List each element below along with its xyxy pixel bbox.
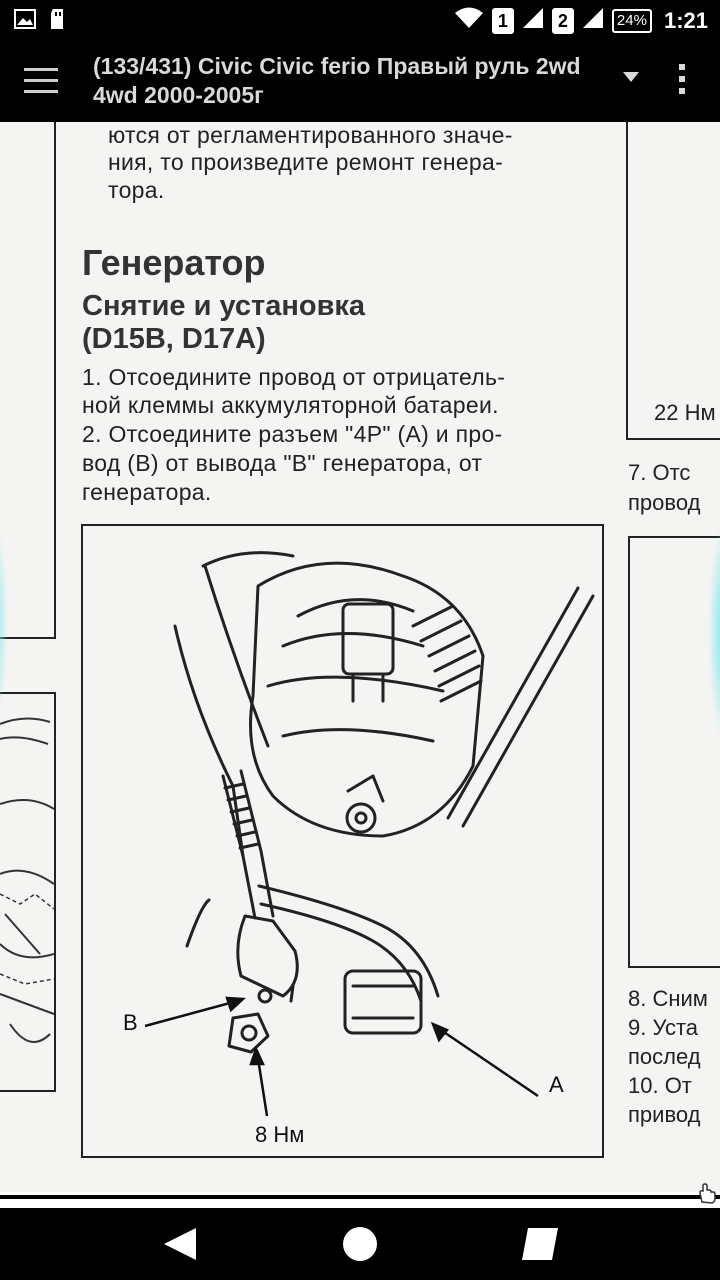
subheading-line-2: (D15B, D17A) [82, 323, 266, 355]
image-icon [14, 9, 36, 34]
navigation-bar [0, 1208, 720, 1280]
signal-icon [582, 7, 604, 34]
step2-line-3: генератора. [82, 479, 212, 505]
sim2-badge: 2 [551, 7, 574, 34]
section-heading: Генератор [82, 242, 266, 283]
right-step10-cont: привод [628, 1102, 701, 1127]
subheading-line-1: Снятие и установка [82, 290, 366, 322]
step2-line-1: 2. Отсоедините разъем "4P" (A) и про- [82, 421, 503, 447]
scroll-handle-icon[interactable] [696, 1182, 718, 1209]
sd-card-icon [50, 8, 66, 35]
chevron-down-icon[interactable] [622, 70, 640, 88]
right-step7: 7. Отс [628, 460, 691, 485]
step1-line-1: 1. Отсоедините провод от отрицатель- [82, 364, 506, 390]
label-b: B [123, 1010, 138, 1035]
right-column-figure [628, 536, 720, 968]
wifi-icon [454, 6, 484, 35]
back-icon[interactable] [160, 1226, 200, 1267]
intro-line-2: ния, то произведите ремонт генера- [108, 149, 504, 175]
left-column-box [0, 122, 56, 639]
step2-line-2: вод (B) от вывода "B" генератора, от [82, 450, 483, 476]
status-bar: 1 2 24% 1:21 [0, 0, 720, 40]
page-progress-bar[interactable] [0, 1183, 720, 1208]
right-column-box [626, 122, 720, 440]
right-step8: 8. Сним [628, 986, 708, 1011]
document-page[interactable]: 22 Нм 7. Отс провод 8. Сним 9. Уста посл… [0, 122, 720, 1192]
app-bar: (133/431) Civic Civic ferio Правый руль … [0, 40, 720, 122]
right-step9: 9. Уста [628, 1015, 699, 1040]
page-edge-glow-right [708, 522, 720, 742]
left-column-figure [0, 692, 56, 1092]
home-icon[interactable] [342, 1226, 378, 1267]
right-step10: 10. От [628, 1073, 692, 1098]
signal-icon [522, 7, 544, 34]
battery-icon: 24% [611, 8, 652, 33]
document-title: (133/431) Civic Civic ferio Правый руль … [93, 53, 581, 108]
right-step9-cont: послед [628, 1044, 701, 1069]
torque-label: 8 Нм [255, 1122, 305, 1147]
progress-line [0, 1195, 720, 1199]
label-a: A [549, 1072, 564, 1097]
intro-line-3: тора. [108, 177, 165, 203]
right-torque-label: 22 Нм [654, 400, 716, 425]
page-edge-glow-left [0, 517, 8, 727]
sim1-badge: 1 [491, 7, 514, 34]
section-subheading: Снятие и установка (D15B, D17A) [82, 290, 365, 356]
right-step7-cont: провод [628, 490, 701, 515]
recents-icon[interactable] [520, 1226, 560, 1267]
menu-icon[interactable] [24, 68, 58, 94]
generator-figure: B A 8 Нм [81, 524, 604, 1158]
step1-line-2: ной клеммы аккумуляторной батареи. [82, 392, 499, 418]
more-options-icon[interactable] [676, 62, 688, 101]
generator-drawing [144, 551, 595, 1117]
status-time: 1:21 [663, 7, 708, 33]
intro-line-1: ются от регламентированного значе- [108, 122, 513, 148]
